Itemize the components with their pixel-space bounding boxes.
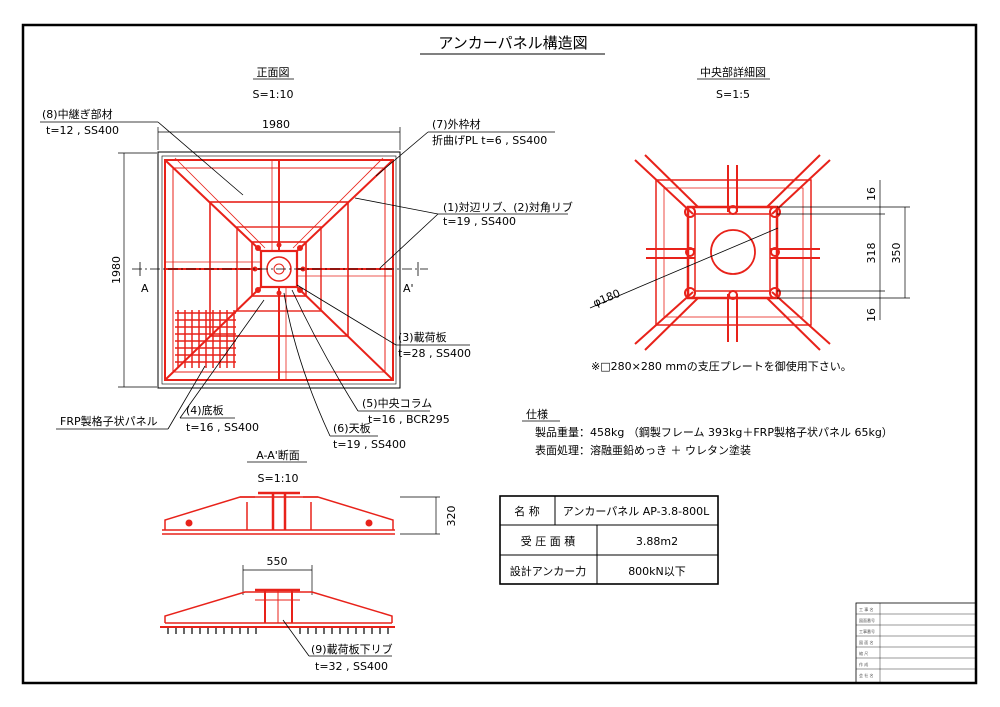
- frp-label: FRP製格子状パネル: [60, 414, 158, 428]
- section-mark-a: A: [141, 282, 149, 295]
- lower-width-dimension: 550: [267, 555, 288, 568]
- tb-row-1: 図面番号: [859, 617, 875, 623]
- part4-label: (4)底板: [186, 403, 224, 417]
- front-view-scale: S=1:10: [253, 88, 294, 101]
- part3-label: (3)載荷板: [398, 330, 447, 344]
- spec-weight: 製品重量：458kg （鋼製フレーム 393kg＋FRP製格子状パネル 65kg…: [535, 425, 893, 439]
- detail-dim-350: 350: [890, 243, 903, 264]
- part8-label: (8)中継ぎ部材: [42, 107, 113, 121]
- table-area-value: 3.88m2: [636, 535, 678, 548]
- spec-block: 仕様 製品重量：458kg （鋼製フレーム 393kg＋FRP製格子状パネル 6…: [522, 407, 893, 457]
- part4-spec: t=16 , SS400: [186, 421, 259, 434]
- detail-view-scale: S=1:5: [716, 88, 750, 101]
- part6-label: (6)天板: [333, 421, 371, 435]
- tb-row-0: 工 事 名: [859, 606, 874, 612]
- sheet-border: [21, 23, 978, 685]
- detail-dim-16a: 16: [865, 187, 878, 201]
- detail-view: 中央部詳細図 S=1:5: [589, 65, 910, 373]
- table-force-value: 800kN以下: [628, 565, 686, 578]
- part6-spec: t=19 , SS400: [333, 438, 406, 451]
- part5-spec: t=16 , BCR295: [368, 413, 450, 426]
- tb-row-4: 縮 尺: [859, 650, 868, 656]
- part3-spec: t=28 , SS400: [398, 347, 471, 360]
- tb-row-5: 作 成: [859, 661, 868, 667]
- table-area-label: 受 圧 面 積: [521, 534, 576, 548]
- part7-spec: 折曲げPL t=6 , SS400: [432, 133, 547, 147]
- part1-spec: t=19 , SS400: [443, 215, 516, 228]
- spec-table: 名 称 アンカーパネル AP-3.8-800L 受 圧 面 積 3.88m2 設…: [499, 495, 719, 585]
- part8-spec: t=12 , SS400: [46, 124, 119, 137]
- width-dimension: 1980: [262, 118, 290, 131]
- detail-view-label: 中央部詳細図: [700, 65, 766, 79]
- part9-label: (9)載荷板下リブ: [311, 642, 393, 656]
- detail-dim-318: 318: [865, 243, 878, 264]
- tb-row-2: 工事番号: [859, 628, 875, 634]
- table-name-value: アンカーパネル AP-3.8-800L: [563, 505, 710, 518]
- spec-heading: 仕様: [526, 407, 548, 421]
- front-view-label: 正面図: [257, 66, 290, 79]
- front-view: 正面図 S=1:10 1980 1980: [40, 66, 573, 451]
- section-view-label: A-A'断面: [256, 448, 300, 462]
- drawing-title: アンカーパネル構造図: [438, 34, 587, 52]
- diameter-label: φ180: [591, 287, 622, 310]
- detail-dim-16b: 16: [865, 308, 878, 322]
- bearing-plate-note: ※□280×280 mmの支圧プレートを御使用下さい。: [591, 359, 852, 373]
- height-dimension: 1980: [110, 256, 123, 284]
- section-view-scale: S=1:10: [258, 472, 299, 485]
- section-view: A-A'断面 S=1:10 320 550: [160, 448, 458, 673]
- table-force-label: 設計アンカー力: [510, 564, 587, 578]
- part5-label: (5)中央コラム: [362, 397, 432, 410]
- part1-label: (1)対辺リブ、(2)対角リブ: [443, 200, 573, 214]
- section-height-dimension: 320: [445, 506, 458, 527]
- part7-label: (7)外枠材: [432, 117, 481, 131]
- tb-row-3: 図 面 名: [859, 639, 874, 645]
- title-block: 工 事 名 図面番号 工事番号 図 面 名 縮 尺 作 成 会 社 名: [855, 602, 977, 684]
- part9-spec: t=32 , SS400: [315, 660, 388, 673]
- table-name-label: 名 称: [514, 504, 540, 518]
- section-mark-a2: A': [403, 282, 414, 295]
- lower-hatching: [167, 628, 389, 634]
- tb-row-6: 会 社 名: [859, 672, 874, 678]
- frp-grid: [175, 310, 236, 368]
- spec-finish: 表面処理：溶融亜鉛めっき ＋ ウレタン塗装: [535, 443, 751, 457]
